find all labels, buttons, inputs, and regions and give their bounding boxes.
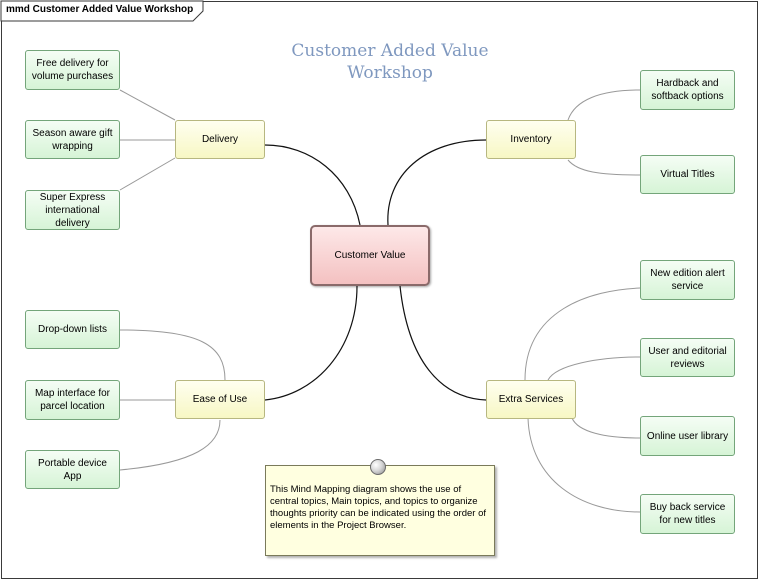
connector-delivery-express (119, 157, 176, 191)
connector-extra-newedition (524, 287, 641, 381)
topic-virtual-titles[interactable]: Virtual Titles (640, 155, 735, 194)
topic-user-reviews[interactable]: User and editorial reviews (640, 338, 735, 377)
connector-ease-dropdown (119, 329, 226, 381)
connector-extra-reviews (547, 356, 641, 381)
connector-inventory-virtual (567, 159, 641, 176)
topic-portable-app[interactable]: Portable device App (25, 450, 120, 489)
topic-new-edition-alert[interactable]: New edition alert service (640, 260, 735, 300)
diagram-note[interactable]: This Mind Mapping diagram shows the use … (265, 465, 495, 556)
main-topic-ease-of-use[interactable]: Ease of Use (175, 380, 265, 419)
connector-central-inventory (387, 139, 487, 226)
connector-delivery-free (119, 89, 176, 121)
note-pin-icon (370, 459, 386, 475)
main-topic-extra-services[interactable]: Extra Services (486, 380, 576, 419)
connector-ease-portable (119, 419, 221, 471)
diagram-tab-label: mmd Customer Added Value Workshop (6, 4, 194, 15)
diagram-title: Customer Added Value Workshop (291, 41, 489, 83)
connector-central-extra (399, 285, 487, 401)
connector-central-ease (264, 285, 358, 401)
central-topic-customer-value[interactable]: Customer Value (310, 225, 430, 286)
topic-super-express[interactable]: Super Express international delivery (25, 190, 120, 230)
topic-hardback-softback[interactable]: Hardback and softback options (640, 70, 735, 110)
diagram-tab (0, 0, 204, 22)
topic-buy-back-service[interactable]: Buy back service for new titles (640, 494, 735, 534)
topic-dropdown-lists[interactable]: Drop-down lists (25, 310, 120, 349)
connector-extra-buyback (527, 417, 641, 513)
topic-season-wrapping[interactable]: Season aware gift wrapping (25, 120, 120, 159)
main-topic-delivery[interactable]: Delivery (175, 120, 265, 159)
topic-map-interface[interactable]: Map interface for parcel location (25, 380, 120, 420)
topic-online-library[interactable]: Online user library (640, 416, 735, 456)
main-topic-inventory[interactable]: Inventory (486, 120, 576, 159)
topic-free-delivery[interactable]: Free delivery for volume purchases (25, 50, 120, 90)
connector-central-delivery (264, 144, 361, 226)
connector-inventory-hardback (567, 89, 641, 121)
connector-extra-library (571, 417, 641, 439)
